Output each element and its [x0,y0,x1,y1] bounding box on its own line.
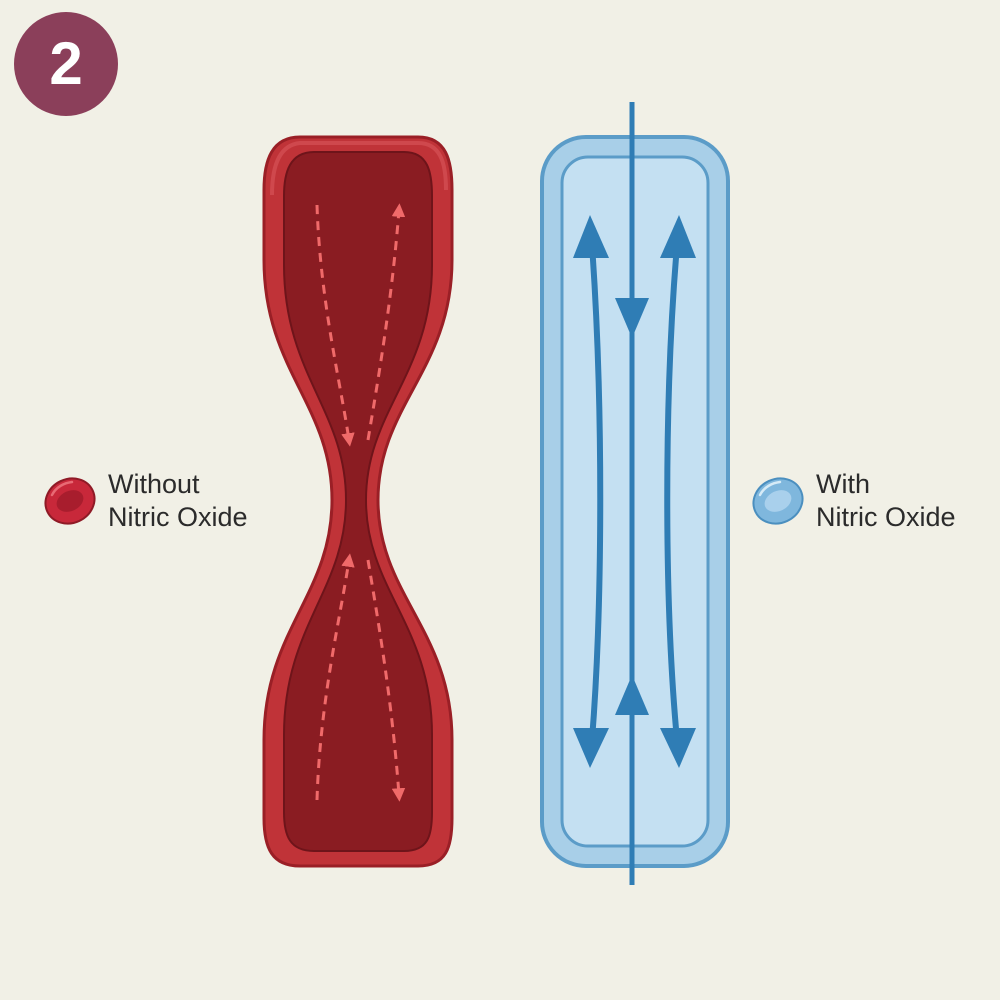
flow-arrow-bottom-up [315,553,355,801]
legend-left-line2: Nitric Oxide [108,502,248,532]
left-arrow-up [573,215,609,258]
center-arrow-up [615,675,649,715]
constricted-vessel-highlight [270,141,448,196]
step-number: 2 [49,30,83,97]
left-arrow-down [573,728,609,768]
dilated-vessel [540,102,730,885]
legend-right-line1: With [816,469,870,499]
right-flow-curve [664,244,680,741]
flow-arrow-top-up [366,203,406,441]
legend-left-line1: Without [108,469,200,499]
center-arrow-down [615,298,649,338]
constricted-vessel-lumen [283,151,433,852]
flow-arrow-bottom-down [366,559,406,802]
constricted-vessel [262,135,454,868]
step-number-badge: 2 [14,12,118,116]
legend-right-line2: Nitric Oxide [816,502,956,532]
blue-blood-cell-icon [752,477,804,525]
legend-without-nitric-oxide: Without Nitric Oxide [42,468,248,534]
right-arrow-up [660,215,696,258]
legend-with-nitric-oxide: With Nitric Oxide [750,468,956,534]
left-flow-curve [589,244,604,741]
red-blood-cell-icon [44,477,96,525]
right-arrow-down [660,728,696,768]
flow-arrow-top-down [315,204,355,447]
